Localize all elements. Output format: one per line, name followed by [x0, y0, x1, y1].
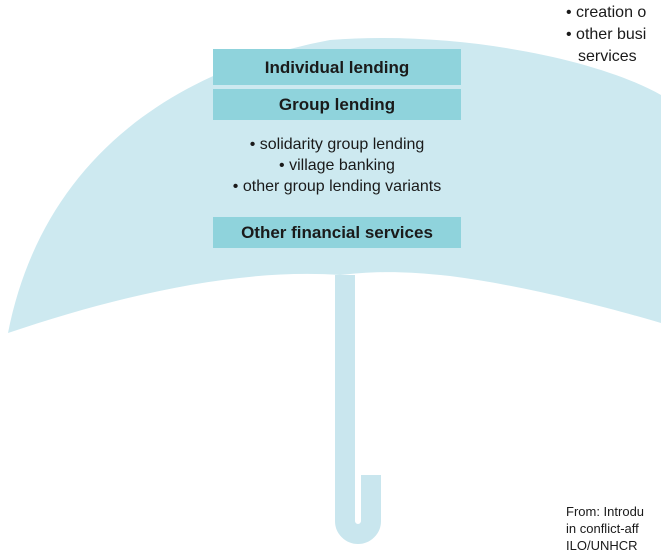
list-item: other group lending variants	[190, 176, 484, 197]
umbrella-handle	[335, 275, 381, 544]
source-line: ILO/UNHCR	[566, 538, 638, 553]
source-line: From: Introdu	[566, 504, 645, 519]
side-list-item: other busi	[566, 24, 646, 46]
source-line: in conflict-aff	[566, 521, 639, 536]
source-caption: From: Introdu in conflict-aff ILO/UNHCR	[566, 503, 644, 554]
group-lending-sublist: solidarity group lending village banking…	[190, 134, 484, 197]
other-financial-services-box: Other financial services	[213, 217, 461, 248]
list-item: village banking	[190, 155, 484, 176]
side-list: creation o other busi services	[566, 2, 646, 68]
individual-lending-box: Individual lending	[213, 49, 461, 85]
side-list-item: creation o	[566, 2, 646, 24]
side-list-item-continuation: services	[578, 48, 637, 65]
group-lending-box: Group lending	[213, 89, 461, 120]
list-item: solidarity group lending	[190, 134, 484, 155]
